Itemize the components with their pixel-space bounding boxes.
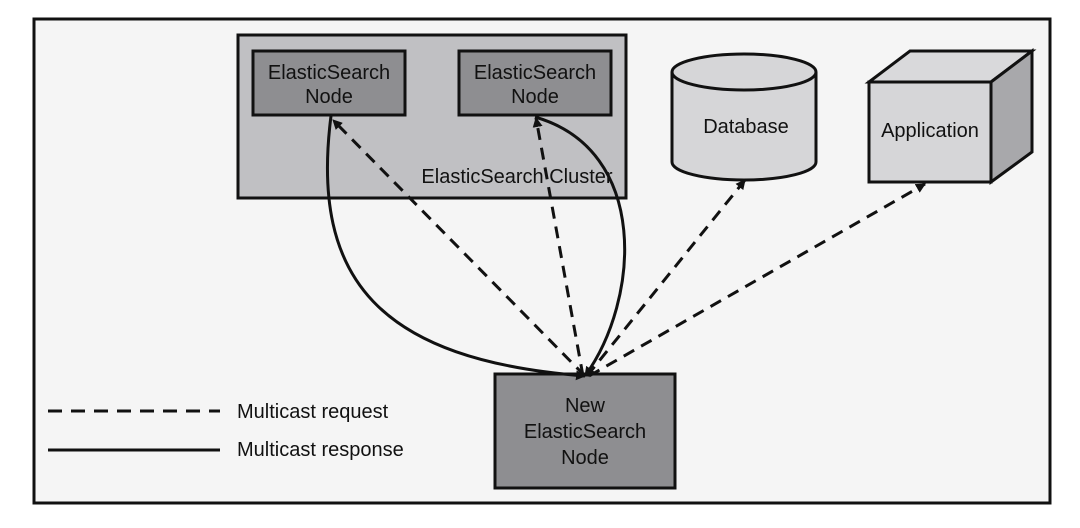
application-cube: Application	[864, 47, 1037, 185]
node-1-label-line1: ElasticSearch	[268, 62, 390, 84]
new-node-box	[493, 372, 677, 490]
response-arrow-from-node-1	[326, 115, 586, 381]
request-arrow-to-node-2	[532, 117, 585, 377]
request-arrow-to-database	[585, 179, 747, 377]
legend-response-label: Multicast response	[237, 439, 404, 461]
new-elasticsearch-node: New ElasticSearch Node	[493, 372, 677, 490]
new-node-label-line3: Node	[561, 447, 609, 469]
new-node-label-line1: New	[565, 395, 606, 417]
node-1-label-line2: Node	[305, 86, 353, 108]
legend: Multicast request Multicast response	[48, 401, 404, 461]
node-2-box	[457, 49, 613, 117]
elasticsearch-node-2: ElasticSearch Node	[457, 49, 613, 117]
application-label: Application	[881, 120, 979, 142]
application-cube-front	[867, 80, 993, 184]
node-1-box	[251, 49, 407, 117]
request-arrow-to-application	[588, 182, 926, 378]
node-2-label-line1: ElasticSearch	[474, 62, 596, 84]
database-top	[670, 52, 818, 92]
database-label: Database	[703, 116, 789, 138]
cluster-label: ElasticSearch Cluster	[421, 166, 613, 188]
response-arrow-from-node-2	[534, 115, 627, 377]
multicast-request-arrows	[331, 117, 926, 378]
new-node-label-line2: ElasticSearch	[524, 421, 646, 443]
node-2-label-line2: Node	[511, 86, 559, 108]
database-cylinder: Database	[670, 52, 818, 182]
legend-request-label: Multicast request	[237, 401, 389, 423]
elasticsearch-node-1: ElasticSearch Node	[251, 49, 407, 117]
multicast-response-arrows	[326, 115, 627, 381]
